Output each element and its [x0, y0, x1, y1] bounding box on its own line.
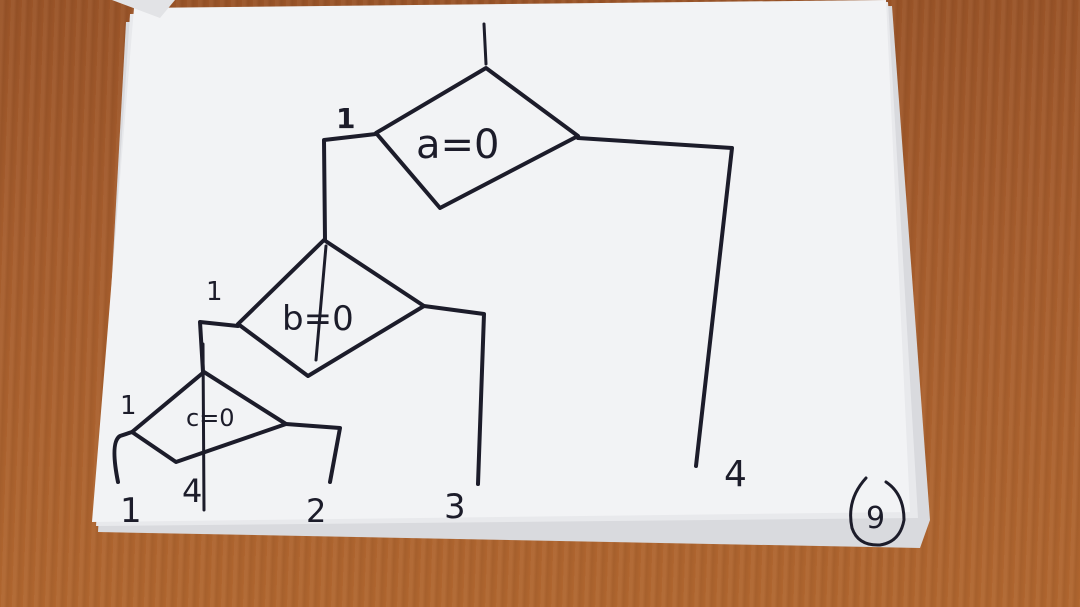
entry-line: [482, 22, 488, 66]
stroke-through-b: [314, 244, 328, 362]
outcome-1: 1: [120, 491, 142, 531]
outcome-3: 3: [444, 487, 466, 527]
outcome-4-left: 4: [182, 472, 202, 510]
decision-diamond-b: [236, 238, 426, 378]
outcome-4-right: 4: [724, 454, 747, 495]
outcome-2: 2: [306, 492, 326, 530]
branch-c-false: [284, 422, 342, 484]
branch-b-false: [422, 304, 486, 486]
branch-mark-b: 1: [206, 277, 223, 307]
stroke-through-c: [201, 342, 206, 512]
branch-c-true: [112, 430, 134, 484]
condition-c-label: c=0: [186, 404, 235, 432]
condition-b-label: b=0: [282, 299, 354, 339]
page-number-circle: [849, 476, 906, 547]
condition-a-label: a=0: [416, 122, 499, 168]
branch-mark-c: 1: [120, 391, 137, 421]
page-number: 9: [866, 501, 885, 536]
branch-a-false: [576, 136, 734, 468]
branch-b-true: [198, 320, 240, 374]
branch-a-true: [322, 132, 378, 242]
decision-diamond-a: [374, 66, 580, 210]
decision-diamond-c: [130, 370, 288, 464]
branch-mark-a: 1: [336, 102, 355, 135]
